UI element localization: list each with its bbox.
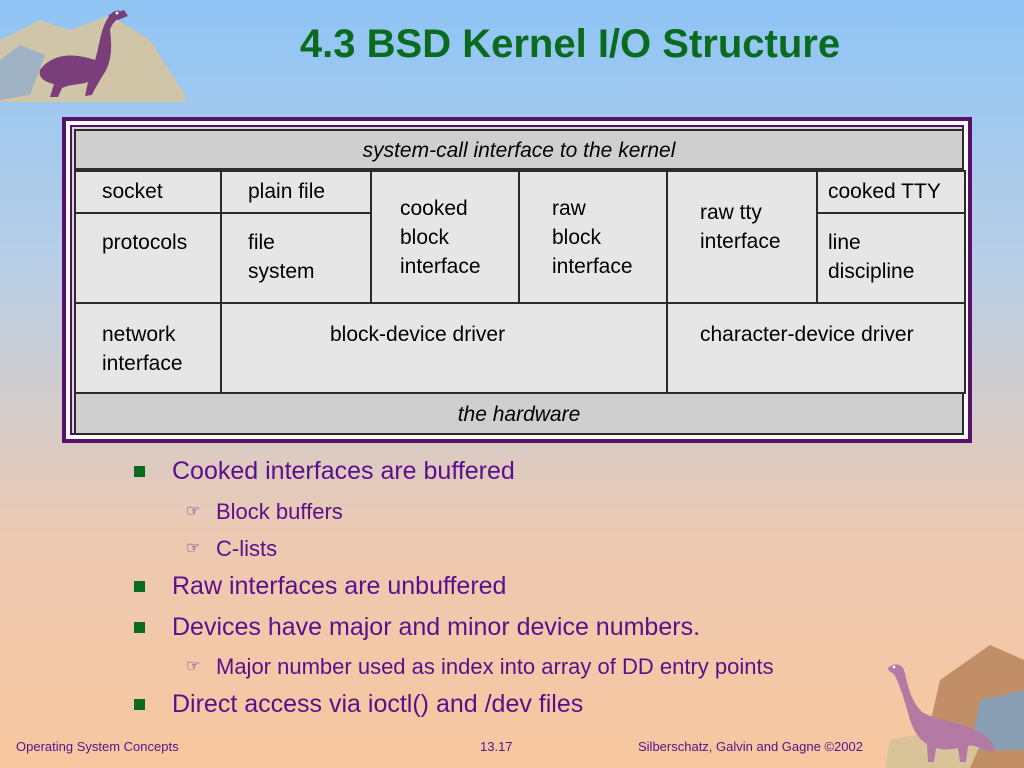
protocols-cell: protocols <box>74 212 222 304</box>
system-call-interface-band: system-call interface to the kernel <box>74 129 964 170</box>
block-device-driver-label: block-device driver <box>330 323 506 346</box>
bullet-square-icon <box>134 581 145 592</box>
line-discipline-cell: line discipline <box>816 212 966 304</box>
network-interface-cell: network interface <box>74 302 222 394</box>
hardware-band: the hardware <box>74 392 964 435</box>
footer-course-title: Operating System Concepts <box>16 739 179 754</box>
raw-block-interface-label: raw block interface <box>552 197 633 278</box>
plain-file-cell: plain file <box>220 170 372 214</box>
character-device-driver-cell: character-device driver <box>666 302 966 394</box>
bullet-text: Raw interfaces are unbuffered <box>172 572 507 600</box>
sub-bullet-text: Major number used as index into array of… <box>216 654 774 679</box>
file-system-cell: file system <box>220 212 372 304</box>
slide-title: 4.3 BSD Kernel I/O Structure <box>299 22 841 66</box>
bullet-text: Direct access via ioctl() and /dev files <box>172 690 584 718</box>
pointing-hand-icon: ☞ <box>186 540 201 557</box>
pointing-hand-icon: ☞ <box>186 658 201 675</box>
footer-copyright: Silberschatz, Galvin and Gagne ©2002 <box>638 739 863 754</box>
diagram-inner-frame: system-call interface to the kernel sock… <box>70 125 966 435</box>
bullet-square-icon <box>134 622 145 633</box>
footer-slide-number: 13.17 <box>480 739 513 754</box>
network-interface-label: network interface <box>102 323 183 375</box>
dinosaur-illustration-top-left <box>0 10 185 102</box>
cooked-tty-label: cooked TTY <box>828 180 941 203</box>
character-device-driver-label: character-device driver <box>700 323 914 346</box>
cooked-block-interface-cell: cooked block interface <box>370 170 520 304</box>
cooked-tty-cell: cooked TTY <box>816 170 966 214</box>
dinosaur-illustration-bottom-right <box>885 645 1024 768</box>
sub-bullet-text: Block buffers <box>216 499 343 524</box>
raw-block-interface-cell: raw block interface <box>518 170 668 304</box>
bullet-text: Devices have major and minor device numb… <box>172 613 701 641</box>
socket-label: socket <box>102 180 163 203</box>
raw-tty-interface-cell: raw tty interface <box>666 170 818 304</box>
system-call-interface-label: system-call interface to the kernel <box>362 139 676 162</box>
bullet-square-icon <box>134 466 145 477</box>
socket-cell: socket <box>74 170 222 214</box>
raw-tty-interface-label: raw tty interface <box>700 201 781 253</box>
sub-bullet-text: C-lists <box>216 536 278 561</box>
cooked-block-interface-label: cooked block interface <box>400 197 481 278</box>
pointing-hand-icon: ☞ <box>186 503 201 520</box>
protocols-label: protocols <box>102 231 188 254</box>
block-device-driver-cell: block-device driver <box>220 302 668 394</box>
bullet-text: Cooked interfaces are buffered <box>172 457 515 485</box>
file-system-label: file system <box>248 231 315 283</box>
bullet-square-icon <box>134 699 145 710</box>
kernel-io-structure-diagram: system-call interface to the kernel sock… <box>62 117 972 443</box>
hardware-label: the hardware <box>457 403 581 426</box>
plain-file-label: plain file <box>248 180 326 203</box>
line-discipline-label: line discipline <box>828 231 915 283</box>
